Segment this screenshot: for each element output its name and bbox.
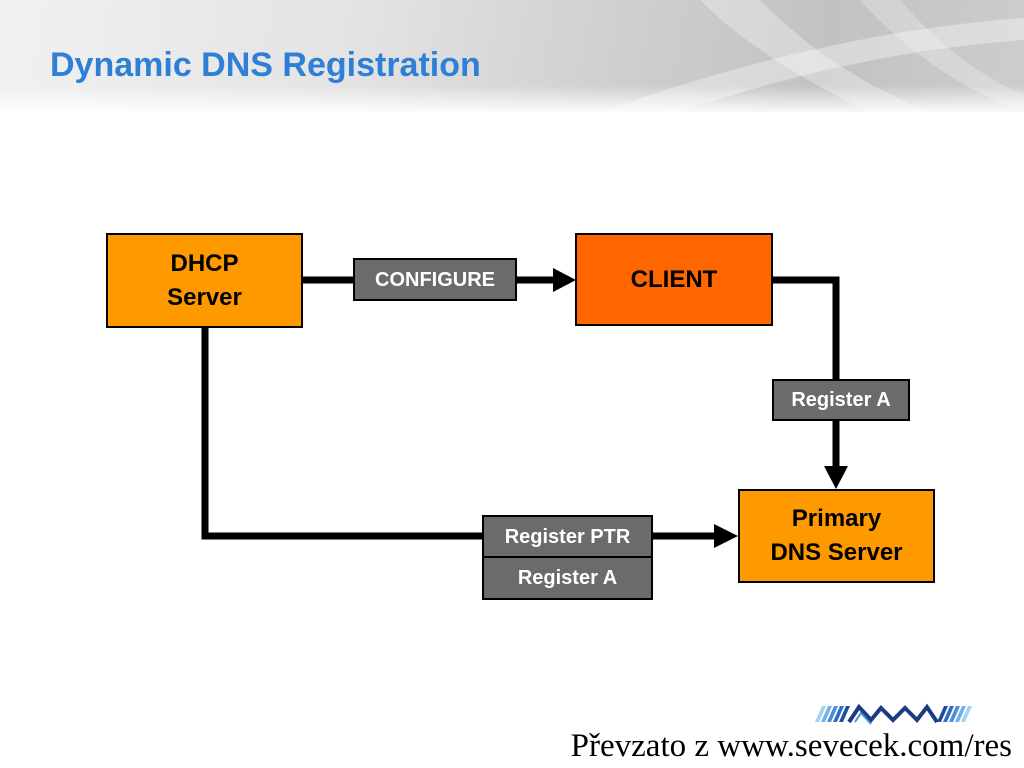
edge-label-text: CONFIGURE <box>375 268 495 291</box>
header-swoosh-decoration <box>600 0 1024 112</box>
edge-label-dhcp-register-a: Register A <box>482 556 653 600</box>
logo-left-stripes <box>815 706 850 722</box>
wave-stripes-logo-icon <box>815 703 972 725</box>
edge-label-text: Register A <box>517 567 618 589</box>
arrowhead-into-client <box>553 268 576 292</box>
logo-right-stripes <box>937 706 972 722</box>
connector-dhcp-to-register-ptr <box>201 327 483 540</box>
edge-label-register-ptr: Register PTR <box>482 515 653 558</box>
arrowhead-into-dns-from-top <box>824 466 848 489</box>
source-credit: Převzato z www.sevecek.com/res <box>570 728 1012 764</box>
node-label-line: DHCP <box>170 249 239 277</box>
node-label-line: DNS Server <box>770 539 903 566</box>
logo-center-wave <box>847 703 939 725</box>
slide-header: Dynamic DNS Registration <box>0 0 1024 112</box>
node-label-line: CLIENT <box>630 265 718 293</box>
connector-client-to-register-a <box>772 276 840 380</box>
edge-label-text: Register PTR <box>504 525 631 548</box>
node-label-line: Server <box>167 283 242 311</box>
arrowhead-into-dns-from-left <box>714 524 738 548</box>
edge-label-text: Register A <box>791 389 891 411</box>
primary-dns-server-node: Primary DNS Server <box>738 489 935 583</box>
edge-label-configure: CONFIGURE <box>353 258 517 301</box>
edge-label-client-register-a: Register A <box>772 379 910 421</box>
client-node: CLIENT <box>575 233 773 326</box>
node-label-line: Primary <box>791 505 882 532</box>
dhcp-server-node: DHCP Server <box>106 233 303 328</box>
slide-title: Dynamic DNS Registration <box>50 46 481 84</box>
